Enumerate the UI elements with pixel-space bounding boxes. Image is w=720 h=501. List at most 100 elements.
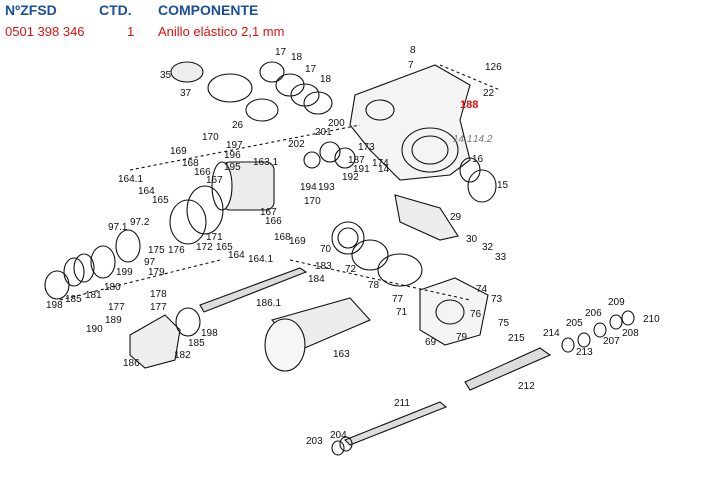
part-label: 14	[378, 164, 390, 175]
part-label: 187	[348, 155, 365, 166]
part-label: 164	[228, 250, 245, 261]
part-label: 174	[372, 158, 389, 169]
part-label: 193	[318, 182, 335, 193]
part-label: 196	[224, 150, 241, 161]
part-label: 199	[116, 267, 133, 278]
part-label: 97.2	[130, 217, 150, 228]
part-label: 17	[305, 64, 317, 75]
part-label: 163	[333, 349, 350, 360]
part-label: 165	[152, 195, 169, 206]
part-label: 168	[274, 232, 291, 243]
part-label: 77	[392, 294, 404, 305]
part-label: 185	[188, 338, 205, 349]
part-label: 172	[196, 242, 213, 253]
part-label: 14.1	[453, 134, 472, 145]
part-label: 69	[425, 337, 437, 348]
part-label: 211	[394, 398, 410, 409]
part-label: 180	[104, 282, 121, 293]
part-label: 190	[86, 324, 103, 335]
part-label: 126	[485, 62, 502, 73]
part-label: 171	[206, 232, 223, 243]
part-label: 210	[643, 314, 660, 325]
part-label: 209	[608, 297, 625, 308]
part-label: 170	[304, 196, 321, 207]
part-label: 191	[353, 164, 370, 175]
row-code[interactable]: 0501 398 346	[5, 24, 85, 39]
part-label: 166	[194, 167, 211, 178]
part-label: 78	[368, 280, 380, 291]
part-label: 182	[174, 350, 191, 361]
part-label: 18	[291, 52, 303, 63]
part-label: 73	[491, 294, 503, 305]
part-label: 188	[460, 99, 478, 111]
part-label: 76	[470, 309, 482, 320]
part-label: 194	[300, 182, 317, 193]
part-label: 14.2	[473, 134, 493, 145]
part-label: 97.1	[108, 222, 128, 233]
header-component: COMPONENTE	[158, 2, 259, 18]
part-label: 179	[148, 267, 165, 278]
part-label: 32	[482, 242, 494, 253]
part-label: 71	[396, 307, 408, 318]
part-label: 175	[148, 245, 165, 256]
part-label: 195	[224, 162, 241, 173]
part-label: 206	[585, 308, 602, 319]
part-label: 167	[206, 175, 223, 186]
part-label: 15	[497, 180, 509, 191]
part-label: 170	[202, 132, 219, 143]
part-label: 198	[46, 300, 63, 311]
part-label: 181	[85, 290, 102, 301]
part-label: 22	[483, 88, 495, 99]
part-label: 168	[182, 158, 199, 169]
part-label: 184	[308, 274, 325, 285]
part-label: 72	[345, 264, 357, 275]
part-label: 164	[138, 186, 155, 197]
part-label: 164.1	[248, 254, 273, 265]
part-label: 17	[275, 47, 287, 58]
part-label: 186.1	[256, 298, 281, 309]
part-label: 185	[65, 294, 82, 305]
part-label: 79	[456, 332, 468, 343]
part-label: 203	[306, 436, 323, 447]
part-label: 201	[315, 127, 332, 138]
header-code: NºZFSD	[5, 2, 57, 18]
part-label: 37	[180, 88, 192, 99]
row-component: Anillo elástico 2,1 mm	[158, 24, 285, 39]
part-label: 202	[288, 139, 305, 150]
part-label: 205	[566, 318, 583, 329]
part-label: 212	[518, 381, 535, 392]
part-label: 207	[603, 336, 620, 347]
header-qty: CTD.	[99, 2, 132, 18]
part-label: 213	[576, 347, 593, 358]
part-label: 178	[150, 289, 167, 300]
part-label: 26	[232, 120, 244, 131]
part-label: 16	[472, 154, 484, 165]
part-label: 165	[216, 242, 233, 253]
part-label: 7	[408, 60, 414, 71]
part-label: 200	[328, 118, 345, 129]
part-label: 74	[476, 284, 488, 295]
part-label: 35	[160, 70, 172, 81]
part-label: 30	[466, 234, 478, 245]
part-label: 33	[495, 252, 507, 263]
part-label: 186	[123, 358, 140, 369]
part-label: 97	[144, 257, 156, 268]
part-label: 173	[358, 142, 375, 153]
part-label: 75	[498, 318, 510, 329]
part-label: 214	[543, 328, 560, 339]
part-label: 169	[289, 236, 306, 247]
part-label: 204	[330, 430, 347, 441]
part-label: 198	[201, 328, 218, 339]
part-label: 183	[315, 261, 332, 272]
part-label: 208	[622, 328, 639, 339]
part-label: 215	[508, 333, 525, 344]
part-label: 176	[168, 245, 185, 256]
part-label: 29	[450, 212, 462, 223]
part-label: 166	[265, 216, 282, 227]
part-label: 164.1	[118, 174, 143, 185]
part-label: 197	[226, 140, 243, 151]
part-label: 163.1	[253, 157, 278, 168]
part-label: 8	[410, 45, 416, 56]
part-label: 177	[108, 302, 125, 313]
